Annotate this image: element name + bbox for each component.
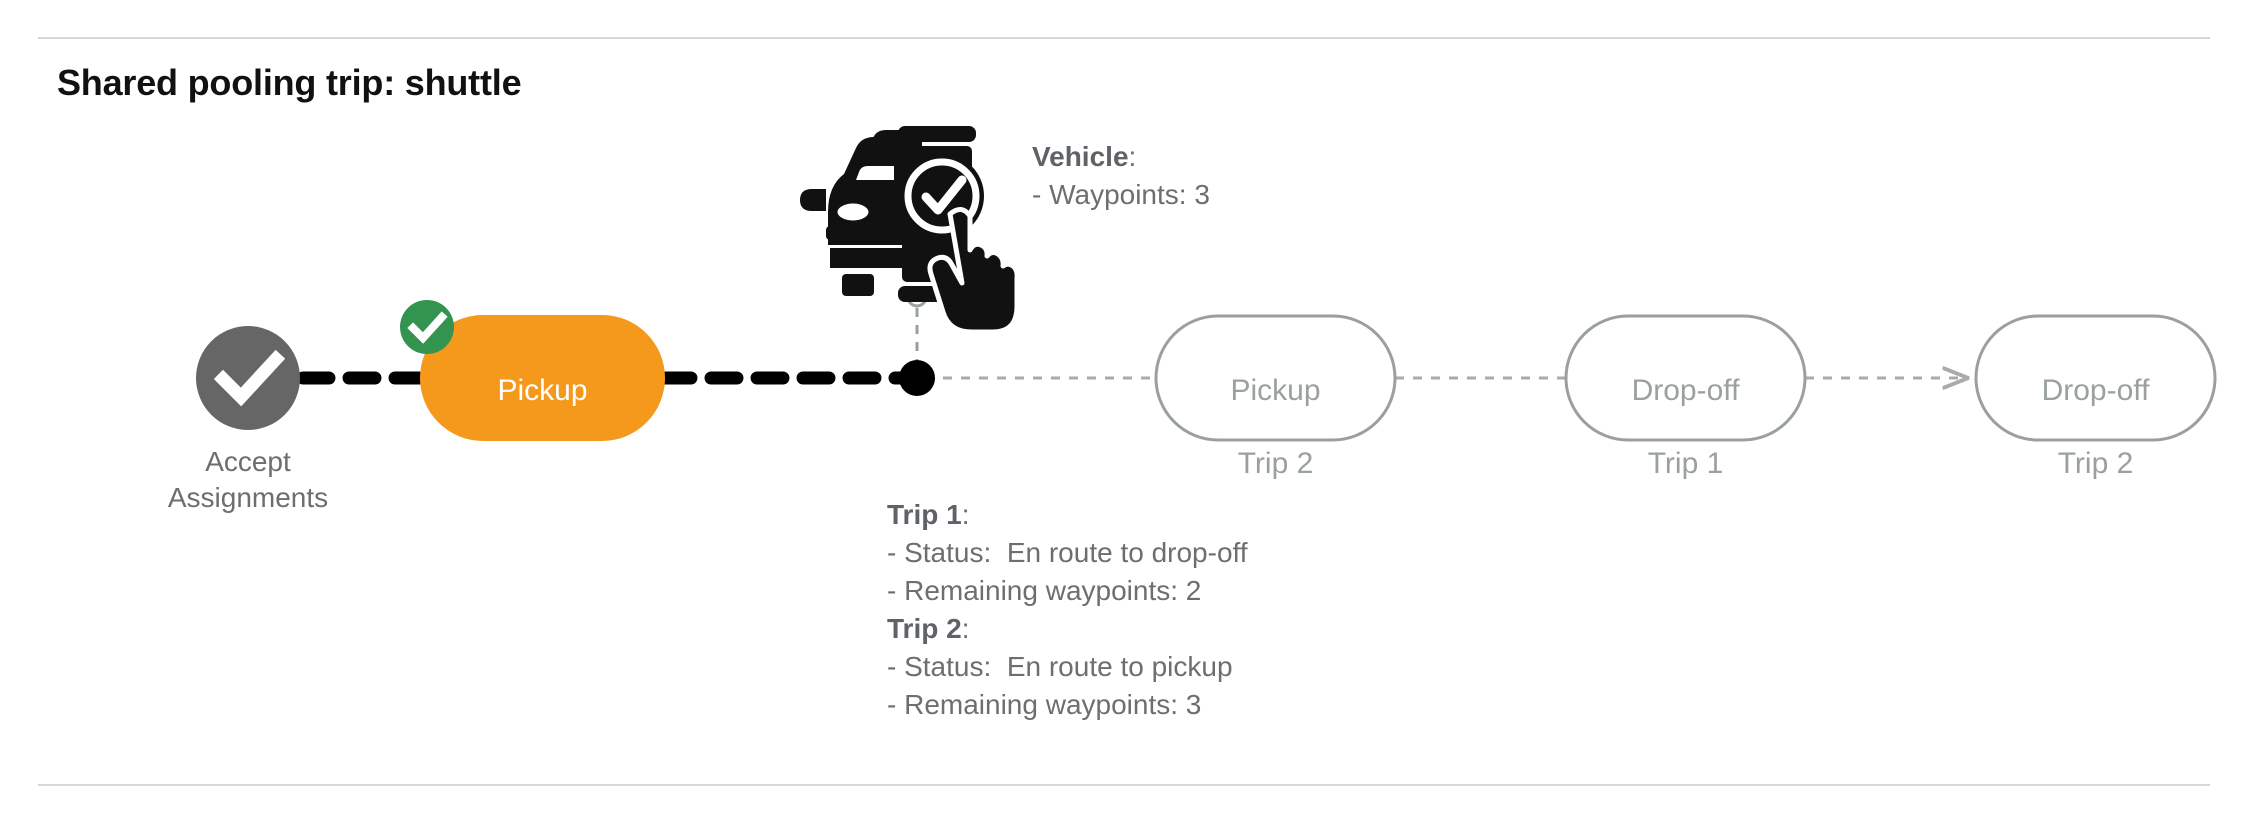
vehicle-phone-check-icon: [800, 126, 1020, 335]
top-divider: [38, 37, 2210, 39]
trip-2-waypoints: - Remaining waypoints: 3: [887, 689, 1202, 721]
trip-2-heading-row: Trip 2:: [887, 610, 1248, 648]
drop-off-trip-2-node[interactable]: [1974, 314, 2217, 442]
pickup-trip-1-status-badge: [400, 300, 454, 354]
trip-status-block: Trip 1: - Status: En route to drop-off -…: [887, 496, 1248, 724]
trip-1-heading-suffix: :: [961, 499, 970, 530]
trip-1-heading-row: Trip 1:: [887, 496, 1248, 534]
trip-1-heading: Trip 1: [887, 499, 962, 530]
badge-check-icon: [407, 311, 448, 344]
bottom-divider: [38, 784, 2210, 786]
vehicle-info-block: Vehicle: - Waypoints: 3: [1032, 138, 1210, 214]
accept-assignments-node[interactable]: [196, 326, 300, 430]
trip-2-heading: Trip 2: [887, 613, 962, 645]
page-title: Shared pooling trip: shuttle: [57, 62, 522, 103]
trip-1-waypoints: - Remaining waypoints: 2: [887, 575, 1202, 607]
vehicle-info-waypoints: - Waypoints: 3: [1032, 179, 1210, 211]
vehicle-info-heading: Vehicle: [1032, 141, 1129, 172]
trip-1-status-label: - Status:: [887, 537, 992, 569]
trip-2-status-row: - Status: En route to pickup: [887, 648, 1248, 686]
trip-2-status-label: - Status:: [887, 651, 992, 683]
vehicle-info-heading-row: Vehicle:: [1032, 138, 1210, 176]
vehicle-info-heading-suffix: :: [1128, 141, 1137, 172]
drop-off-trip-1-node[interactable]: [1564, 314, 1807, 442]
pickup-trip-1-node[interactable]: [420, 315, 665, 441]
vehicle-position-dot: [899, 360, 935, 396]
trip-2-status-value: En route to pickup: [1006, 651, 1233, 683]
trip-1-status-row: - Status: En route to drop-off: [887, 534, 1248, 572]
check-icon: [213, 349, 286, 407]
trip-1-status-value: En route to drop-off: [1006, 537, 1248, 569]
trip-2-heading-suffix: :: [961, 613, 970, 645]
accept-assignments-caption: Accept Assignments: [167, 446, 329, 514]
pickup-trip-2-node[interactable]: [1154, 314, 1397, 442]
